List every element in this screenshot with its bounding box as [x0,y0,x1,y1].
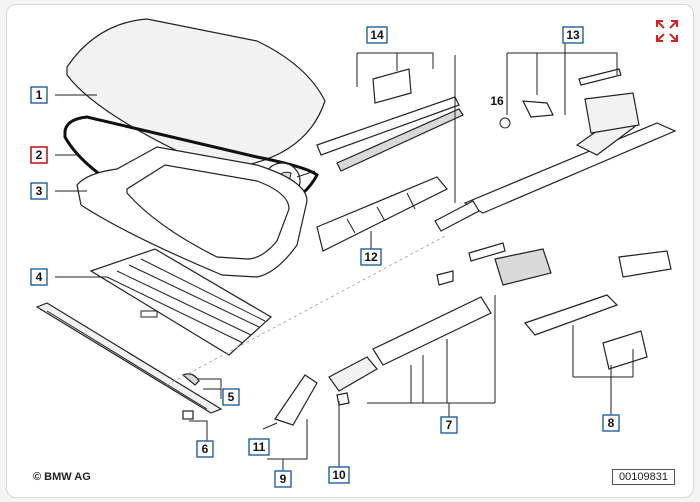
callout-14[interactable]: 14 [366,26,388,44]
callout-7-label: 7 [446,418,453,432]
part-lever [523,250,672,370]
callout-5-label: 5 [228,390,235,404]
callout-4-label: 4 [36,270,43,284]
callout-5[interactable]: 5 [222,388,240,406]
callout-11[interactable]: 11 [248,438,270,456]
part-cylinder [328,242,552,392]
callout-10-label: 10 [332,468,346,482]
part-guide-rail [35,302,223,420]
callout-11-label: 11 [253,440,266,454]
callout-9-label: 9 [280,472,287,486]
callout-7[interactable]: 7 [440,416,458,434]
callout-8[interactable]: 8 [602,414,620,432]
callout-1[interactable]: 1 [30,86,48,104]
callout-10[interactable]: 10 [328,466,350,484]
part-sunshade [89,248,273,356]
copyright-text: © BMW AG [33,471,91,483]
callout-16[interactable]: 16 [490,94,504,108]
part-glass-panel [66,18,326,168]
callout-2-label: 2 [36,148,43,162]
callout-1-label: 1 [36,88,43,102]
callout-2[interactable]: 2 [30,146,48,164]
part-frame [76,146,308,278]
callout-6[interactable]: 6 [196,440,214,458]
diagram-frame: .p { fill:#fff; stroke:#222; stroke-widt… [6,4,694,498]
callout-6-label: 6 [202,442,209,456]
callout-13-label: 13 [566,28,580,42]
callout-12[interactable]: 12 [360,248,382,266]
callout-16-label: 16 [490,94,504,108]
document-number: 00109831 [612,469,675,485]
expand-icon[interactable] [655,19,679,43]
part-mechanism [434,68,677,232]
callout-13[interactable]: 13 [562,26,584,44]
callout-3-label: 3 [36,184,43,198]
callout-14-label: 14 [370,28,384,42]
parts-diagram: .p { fill:#fff; stroke:#222; stroke-widt… [30,18,677,488]
callout-8-label: 8 [608,416,615,430]
callout-3[interactable]: 3 [30,182,48,200]
callout-12-label: 12 [364,250,378,264]
callout-9[interactable]: 9 [274,470,292,488]
part-bracket [262,374,350,430]
callout-4[interactable]: 4 [30,268,48,286]
part-deflector [316,68,464,252]
